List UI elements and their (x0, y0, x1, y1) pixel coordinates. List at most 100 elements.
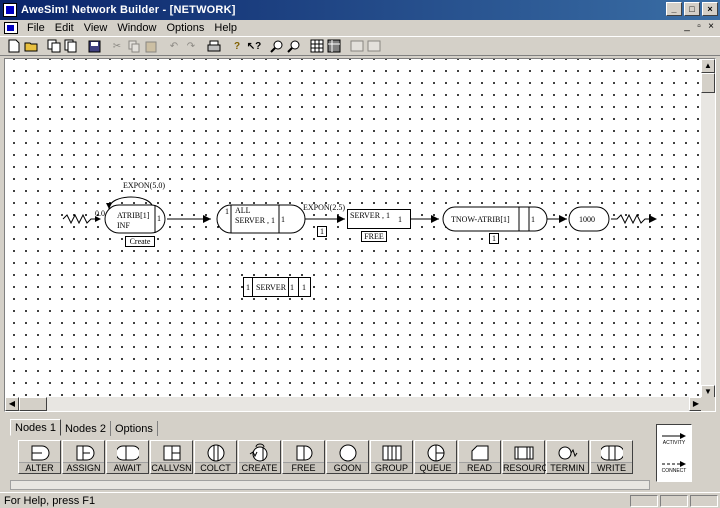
palette-resource-button[interactable]: RESOURCE (502, 440, 554, 474)
menu-file[interactable]: File (27, 22, 45, 34)
connect-tool[interactable]: CONNECT (657, 453, 691, 481)
context-help-icon[interactable]: ↖? (246, 40, 262, 52)
collect-m-label: 1 (531, 215, 535, 224)
doc-close-button[interactable]: × (708, 21, 714, 32)
free-node-icon (296, 445, 312, 461)
maximize-button[interactable]: □ (684, 2, 700, 16)
vertical-scroll-thumb[interactable] (701, 73, 715, 93)
network-canvas-frame: EXPON(5.0) 0.0 ATRIB[1] INF 1 Create 1 A… (4, 58, 716, 412)
grid-icon[interactable] (309, 38, 325, 54)
activity-duration-label[interactable]: EXPON(2.5) (303, 203, 345, 212)
cut-icon[interactable]: ✂ (112, 40, 122, 52)
await-right-number: 1 (281, 215, 285, 224)
print-icon[interactable] (206, 38, 222, 54)
zoom-in-icon[interactable] (269, 38, 285, 54)
resource-left-number: 1 (246, 283, 250, 292)
undo-icon[interactable]: ↶ (169, 40, 179, 52)
free-node-label: SERVER , 1 (350, 211, 391, 220)
horizontal-scroll-thumb[interactable] (19, 397, 47, 411)
palette-assign-button[interactable]: ASSIGN (62, 440, 105, 474)
resource-capacity: 1 (290, 283, 294, 292)
resource-right-number: 1 (302, 283, 306, 292)
queue-node-icon (427, 444, 444, 462)
tab-nodes-2[interactable]: Nodes 2 (61, 421, 111, 436)
palette-colct-button[interactable]: COLCT (194, 440, 237, 474)
palette-write-button[interactable]: WRITE (590, 440, 633, 474)
free-node[interactable]: SERVER , 1 1 (347, 209, 411, 229)
menu-edit[interactable]: Edit (54, 22, 74, 34)
palette-create-button[interactable]: CREATE (238, 440, 281, 474)
palette-free-button[interactable]: FREE (282, 440, 325, 474)
open-folder-icon[interactable] (23, 38, 39, 54)
zoom-out-icon[interactable] (286, 38, 302, 54)
resource-name: SERVER (256, 283, 287, 292)
scroll-left-icon[interactable]: ◀ (5, 397, 19, 411)
palette-read-button[interactable]: READ (458, 440, 501, 474)
menu-help[interactable]: Help (214, 22, 238, 34)
term-limit-label[interactable]: 1000 (579, 215, 595, 224)
palette-await-button[interactable]: AWAIT (106, 440, 149, 474)
scroll-up-icon[interactable]: ▲ (701, 59, 715, 73)
pages-icon[interactable] (63, 38, 79, 54)
palette-callvsn-button[interactable]: CALLVSN (150, 440, 193, 474)
activity-tool[interactable]: ACTIVITY (657, 425, 691, 453)
menu-view[interactable]: View (83, 22, 108, 34)
close-button[interactable]: × (702, 2, 718, 16)
doc-minimize-button[interactable]: _ (684, 21, 690, 32)
horizontal-scrollbar[interactable]: ◀ ▶ (5, 397, 703, 411)
menu-window[interactable]: Window (117, 22, 157, 34)
minimize-button[interactable]: _ (666, 2, 682, 16)
copy-network-icon[interactable] (46, 38, 62, 54)
palette-termin-button[interactable]: TERMIN (546, 440, 589, 474)
read-node-icon (471, 445, 488, 461)
paste-icon[interactable] (143, 38, 159, 54)
connect-arrow-icon (662, 461, 686, 467)
window-2-icon[interactable] (366, 38, 382, 54)
new-file-icon[interactable] (6, 38, 22, 54)
create-interval-label: EXPON(5.0) (123, 181, 165, 190)
redo-icon[interactable]: ↷ (186, 40, 196, 52)
save-disk-icon[interactable] (86, 38, 102, 54)
help-info-icon[interactable]: ? (233, 40, 241, 52)
create-m-label: 1 (157, 214, 161, 223)
colct-node-icon (207, 444, 224, 462)
tab-nodes-1[interactable]: Nodes 1 (10, 419, 61, 436)
node-palette: Nodes 1 Nodes 2 Options ALTER ASSIGN AWA… (10, 418, 650, 478)
activity-arrow-icon (662, 433, 686, 439)
palette-alter-button[interactable]: ALTER (18, 440, 61, 474)
copy-icon[interactable] (126, 38, 142, 54)
menu-options[interactable]: Options (166, 22, 205, 34)
await-line2[interactable]: SERVER , 1 (235, 216, 276, 225)
network-canvas[interactable]: EXPON(5.0) 0.0 ATRIB[1] INF 1 Create 1 A… (5, 59, 703, 399)
collect-expression-label[interactable]: TNOW-ATRIB[1] (451, 215, 510, 224)
doc-restore-button[interactable]: ▫ (697, 21, 701, 32)
window-icon[interactable] (349, 38, 365, 54)
create-limit-label[interactable]: INF (117, 221, 130, 230)
free-caption[interactable]: FREE (361, 231, 387, 242)
activity-number-box[interactable]: 1 (317, 226, 327, 237)
resource-block[interactable]: 1 SERVER 1 1 (243, 277, 311, 297)
status-pane-3 (690, 494, 718, 507)
window-title: AweSim! Network Builder - [NETWORK] (21, 4, 236, 16)
toolbar: ✂ ↶ ↷ ? ↖? (0, 36, 720, 56)
menu-bar: File Edit View Window Options Help _ ▫ × (0, 20, 720, 36)
palette-queue-button[interactable]: QUEUE (414, 440, 457, 474)
await-node-icon (116, 445, 139, 461)
vertical-scrollbar[interactable]: ▲ ▼ (701, 59, 715, 399)
free-node-m: 1 (398, 215, 402, 224)
termin-node-icon (558, 446, 577, 460)
goon-node-icon (339, 444, 356, 462)
tab-options[interactable]: Options (111, 421, 158, 436)
palette-goon-button[interactable]: GOON (326, 440, 369, 474)
table-icon[interactable] (326, 38, 342, 54)
write-node-icon (600, 445, 623, 461)
app-icon[interactable] (3, 3, 17, 17)
await-line1[interactable]: ALL (235, 206, 251, 215)
create-caption[interactable]: Create (125, 236, 155, 247)
create-attrib-label[interactable]: ATRIB[1] (117, 211, 150, 220)
collect-number-box[interactable]: 1 (489, 233, 499, 244)
palette-group-button[interactable]: GROUP (370, 440, 413, 474)
document-icon[interactable] (4, 22, 18, 34)
palette-scrollbar[interactable] (10, 480, 650, 490)
